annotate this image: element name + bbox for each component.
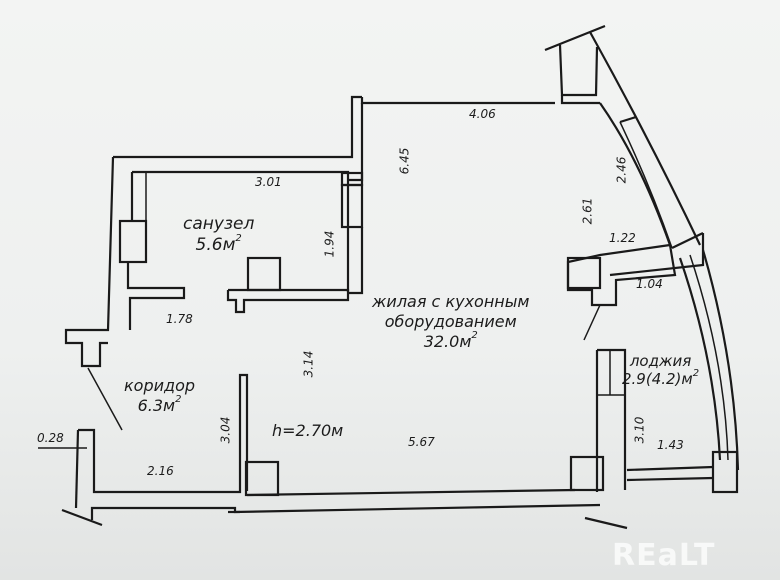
bathroom-label: санузел 5.6м2 bbox=[183, 216, 254, 254]
dim-corridor-wall: 3.04 bbox=[218, 416, 233, 444]
corridor-area: 6.3м2 bbox=[137, 394, 182, 415]
living-room-area: 32.0м2 bbox=[423, 330, 478, 351]
dim-living-bottom: 5.67 bbox=[408, 435, 435, 449]
dim-bay-1: 1.22 bbox=[609, 231, 636, 245]
dim-bath-width: 3.01 bbox=[255, 175, 282, 189]
living-room-name-2: оборудованием bbox=[384, 312, 517, 331]
dim-loggia-width: 1.43 bbox=[657, 438, 684, 452]
dim-living-left: 6.45 bbox=[397, 147, 412, 175]
loggia-label: лоджия 2.9(4.2)м2 bbox=[622, 354, 699, 387]
dim-corridor-bottom: 2.16 bbox=[147, 464, 174, 478]
dim-loggia-height: 3.10 bbox=[632, 416, 647, 444]
living-room-label: жилая с кухонным оборудованием 32.0м2 bbox=[372, 294, 529, 350]
corridor-label: коридор 6.3м2 bbox=[124, 378, 195, 414]
dim-bath-height: 1.94 bbox=[322, 230, 337, 258]
living-room-name-1: жилая с кухонным bbox=[372, 292, 530, 311]
bathroom-area: 5.6м2 bbox=[195, 233, 242, 255]
bathroom-name: санузел bbox=[183, 214, 255, 234]
loggia-name: лоджия bbox=[629, 352, 692, 370]
walls bbox=[38, 24, 740, 530]
dim-wall-thickness: 0.28 bbox=[37, 431, 64, 445]
dim-corridor-top: 1.78 bbox=[166, 312, 193, 326]
dim-bay-2: 1.04 bbox=[636, 277, 663, 291]
dim-living-right: 2.61 bbox=[580, 197, 595, 225]
realt-watermark-logo: REaLT bbox=[612, 538, 716, 573]
loggia-area: 2.9(4.2)м2 bbox=[622, 368, 700, 388]
dim-living-top: 4.06 bbox=[469, 107, 496, 121]
corridor-name: коридор bbox=[124, 376, 196, 395]
dim-living-mid: 3.14 bbox=[301, 350, 316, 378]
dim-window-curve: 2.46 bbox=[614, 156, 629, 184]
ceiling-height: h=2.70м bbox=[272, 421, 344, 440]
